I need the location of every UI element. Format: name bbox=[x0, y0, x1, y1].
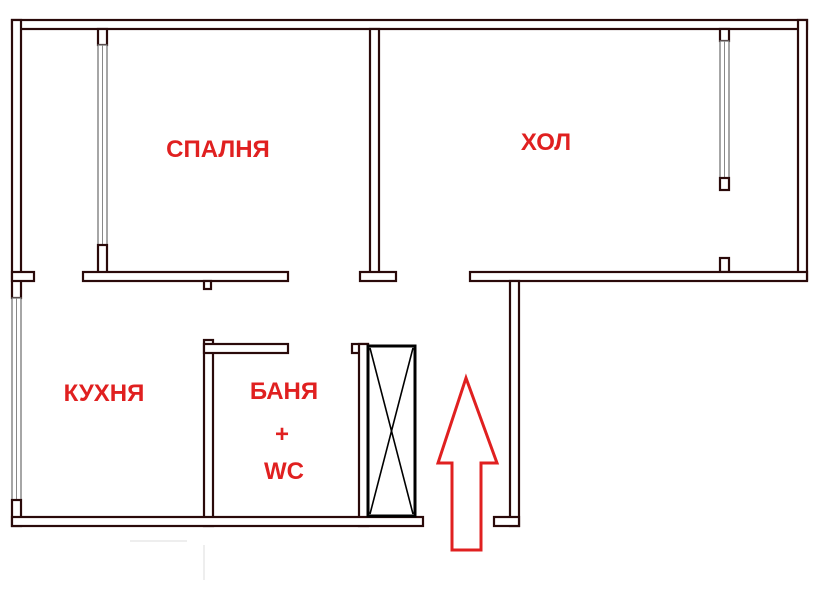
wall-corridor-right bbox=[508, 279, 521, 528]
closet-cross-b bbox=[369, 347, 414, 515]
wall-mid-bedroom bbox=[81, 270, 290, 283]
room-label-bath: БАНЯ bbox=[250, 378, 318, 405]
wall-corridor-right-foot bbox=[492, 515, 521, 528]
room-label-bedroom: СПАЛНЯ bbox=[166, 136, 270, 163]
wall-hall-stub bbox=[718, 256, 731, 274]
wall-bedroom-window-top bbox=[96, 27, 109, 47]
wall-bedroom-hall bbox=[368, 27, 381, 279]
room-label-bath-plus: + bbox=[275, 421, 289, 448]
room-label-kitchen: КУХНЯ bbox=[64, 380, 145, 407]
room-label-wc: WC bbox=[264, 458, 304, 485]
wall-mid-center bbox=[358, 270, 398, 283]
wall-outer-left-upper bbox=[10, 18, 23, 300]
wall-hall-window-bottom bbox=[718, 176, 731, 192]
wall-outer-top bbox=[10, 18, 809, 31]
wall-kitchen-bath bbox=[202, 338, 215, 528]
room-label-hall: ХОЛ bbox=[521, 129, 571, 156]
wall-mid-left-stub bbox=[10, 270, 36, 283]
entrance-arrow-icon bbox=[435, 373, 500, 552]
wall-outer-right bbox=[796, 18, 809, 282]
wall-bath-top bbox=[202, 342, 290, 355]
wall-hall-window-top bbox=[718, 27, 731, 43]
wall-mid-hall bbox=[468, 270, 809, 283]
wall-mid-small bbox=[202, 279, 213, 291]
wall-outer-bottom bbox=[10, 515, 425, 528]
